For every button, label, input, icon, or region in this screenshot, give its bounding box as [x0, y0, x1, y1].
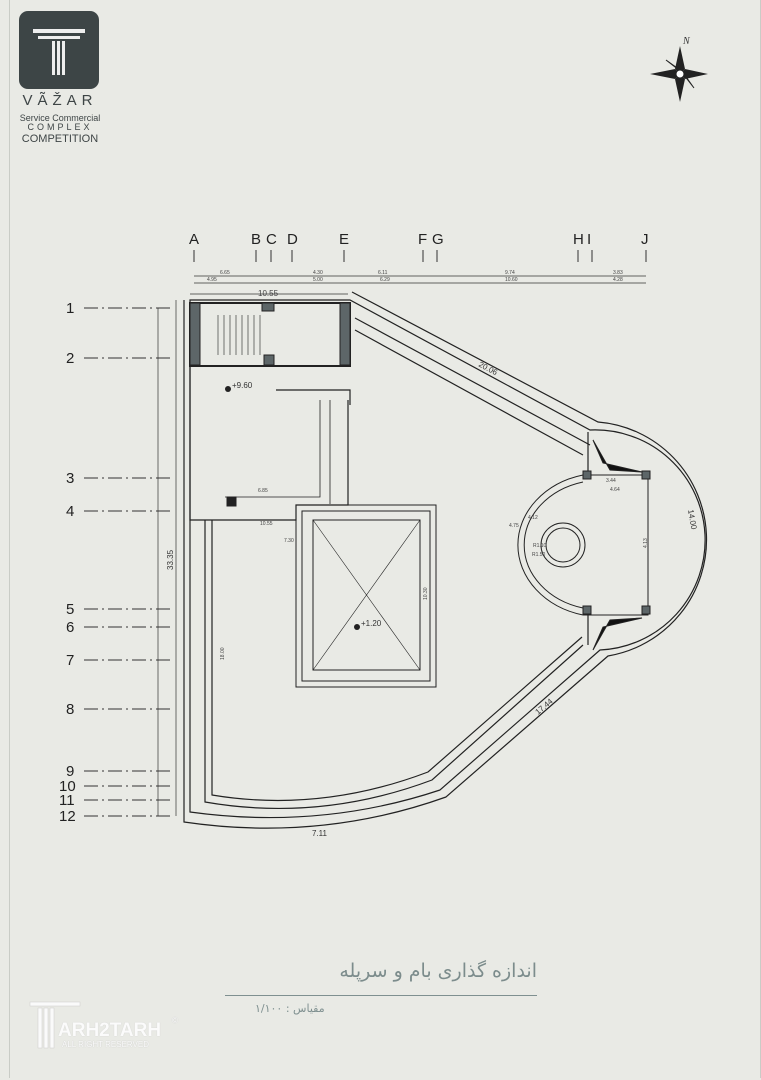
- dim-top-row1: 3.83: [613, 270, 623, 276]
- dim-inner-left: 18.00: [220, 647, 226, 660]
- grid-row-label: 6: [66, 619, 74, 636]
- grid-col-label: D: [287, 231, 298, 248]
- top-dimension-texts: 6.65 4.30 6.11 9.74 3.83 4.95 5.00 6.29 10.60 4.2…: [207, 270, 623, 283]
- grid-row-label: 2: [66, 350, 74, 367]
- dim-top-row2: 5.00: [313, 277, 323, 283]
- drawing-title: اندازه گذاری بام و سرپله: [339, 960, 537, 982]
- grid-row-label: 7: [66, 652, 74, 669]
- dim-top-row2: 4.95: [207, 277, 217, 283]
- grid-row-label: 12: [59, 808, 76, 825]
- stair-core: [189, 302, 351, 521]
- grid-row-label: 4: [66, 503, 74, 520]
- grid-col-label: B: [251, 231, 261, 248]
- dim-top-row1: 6.11: [378, 270, 388, 276]
- dim-diag-lower: 17.44: [534, 696, 556, 716]
- north-arrow-icon: N: [650, 36, 708, 102]
- title-underline: [225, 995, 537, 996]
- grid-col-label: C: [266, 231, 277, 248]
- dim-arc: 14.00: [686, 509, 698, 531]
- dim-court-h: 10.30: [423, 587, 429, 600]
- drawing-scale: مقیاس : ۱/۱۰۰: [255, 1002, 325, 1015]
- grid-row-label: 9: [66, 763, 74, 780]
- top-dimension-lines: [190, 275, 646, 295]
- dim-r2: R1.50: [532, 552, 546, 558]
- elevation-marker-court: [354, 624, 360, 630]
- elevation-roof: +9.60: [232, 381, 253, 390]
- grid-row-label: 8: [66, 701, 74, 718]
- dim-top-row2: 4.28: [613, 277, 623, 283]
- dim-left-overall: 33.35: [166, 549, 175, 570]
- dim-slab: 10.55: [260, 521, 273, 527]
- dim-court-w: 7.30: [284, 538, 294, 544]
- grid-col-label: J: [641, 231, 649, 248]
- skylight-court: [295, 504, 437, 688]
- grid-col-label: E: [339, 231, 349, 248]
- grid-col-label: I: [587, 231, 591, 248]
- watermark-copyright: ©: [172, 1016, 178, 1025]
- watermark-rights: ALL RIGHT RESERVED: [62, 1040, 149, 1049]
- brand-line3: COMPETITION: [21, 133, 99, 145]
- brand-line1: Service Commercial: [19, 113, 101, 123]
- dim-top-overall: 10.55: [258, 289, 279, 298]
- dim-bottom: 7.11: [312, 829, 328, 838]
- grid-col-label: A: [189, 231, 199, 248]
- semicircular-bay: [517, 439, 651, 651]
- dim-bay: 4.13: [643, 538, 649, 548]
- grid-row-label: 5: [66, 601, 74, 618]
- grid-col-label: G: [432, 231, 444, 248]
- dim-r1: R1.10: [533, 543, 547, 549]
- grid-col-label: F: [418, 231, 427, 248]
- watermark-column-icon: [29, 1001, 81, 1049]
- dim-top-row1: 4.30: [313, 270, 323, 276]
- brand-line2: COMPLEX: [27, 122, 93, 132]
- brand-name: VÃŽAR: [22, 92, 98, 109]
- dim-top-row1: 6.65: [220, 270, 230, 276]
- watermark-name: ARH2TARH: [58, 1020, 162, 1041]
- grid-col-label: H: [573, 231, 584, 248]
- dim-top-row1: 9.74: [505, 270, 515, 276]
- dim-bay-w: 4.64: [610, 487, 620, 493]
- left-dimension-lines: [157, 300, 177, 816]
- grid-row-label: 11: [59, 792, 75, 809]
- dim-core-w: 6.85: [258, 488, 268, 494]
- elevation-court: +1.20: [361, 619, 382, 628]
- grid-row-label: 3: [66, 470, 74, 487]
- column-logo-icon: [33, 29, 85, 75]
- grid-row-label: 1: [66, 300, 74, 317]
- dim-top-row2: 10.60: [505, 277, 518, 283]
- elevation-marker-roof: [225, 386, 231, 392]
- dim-semi1: 4.12: [528, 515, 538, 521]
- dim-top-row2: 6.29: [380, 277, 390, 283]
- dim-bay-w2: 3.44: [606, 478, 616, 484]
- svg-text:N: N: [682, 36, 691, 47]
- dim-semi2: 4.75: [509, 523, 519, 529]
- grid-row-label: 10: [59, 778, 76, 795]
- roof-outline: [183, 291, 708, 829]
- vazar-logo: [19, 11, 99, 89]
